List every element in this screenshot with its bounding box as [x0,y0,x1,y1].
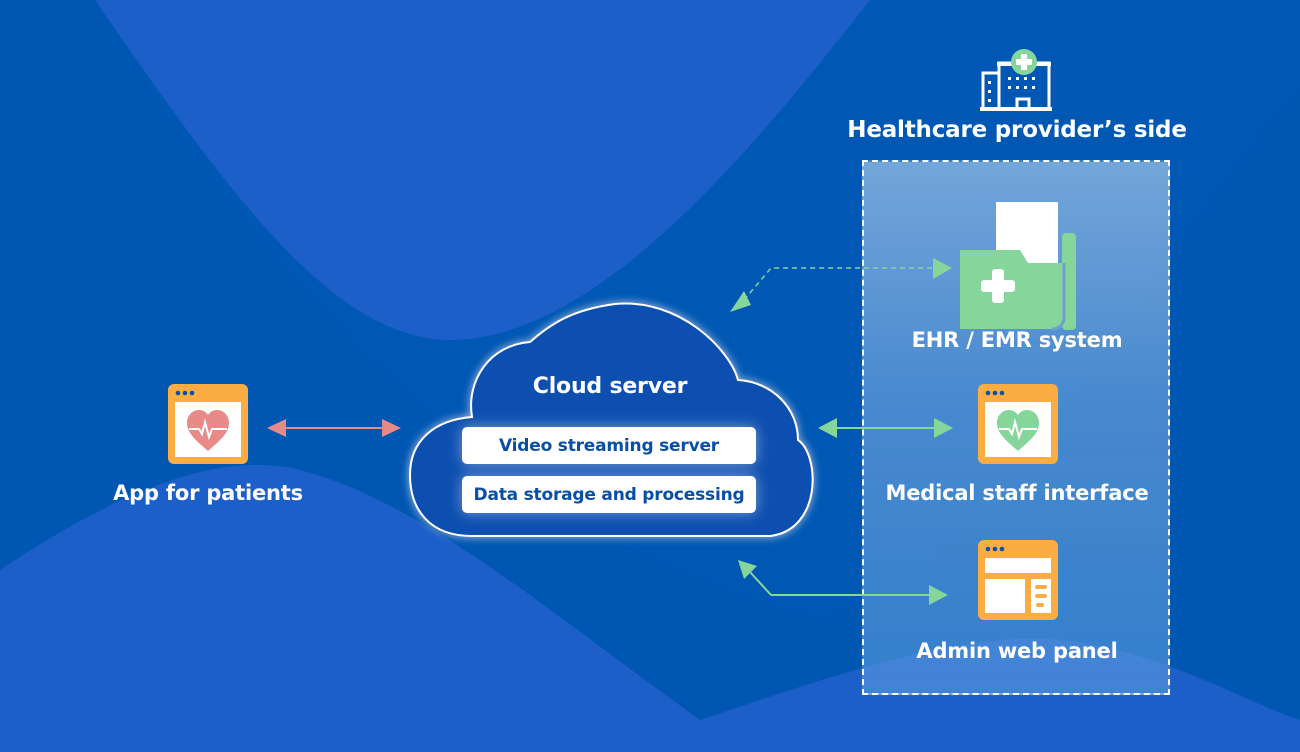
cloud-admin-arrow [738,560,948,605]
patient-cloud-arrow [267,419,401,437]
data-storage-processing: Data storage and processing [462,476,756,513]
patient-app-icon [168,384,248,468]
medical-folder-icon [958,200,1078,334]
staff-interface-label: Medical staff interface [885,481,1149,505]
ehr-label: EHR / EMR system [911,328,1123,352]
patient-app-label: App for patients [113,481,303,505]
staff-interface-icon [978,384,1058,468]
cloud-staff-arrow [818,418,953,438]
video-streaming-server: Video streaming server [462,427,756,464]
admin-panel-icon [978,540,1058,624]
cloud-title: Cloud server [532,374,688,399]
top-wave [95,0,870,340]
cloud-ehr-arrow [730,258,952,312]
provider-side-title: Healthcare provider’s side [847,117,1187,143]
admin-panel-label: Admin web panel [916,639,1118,663]
hospital-icon [979,45,1055,115]
